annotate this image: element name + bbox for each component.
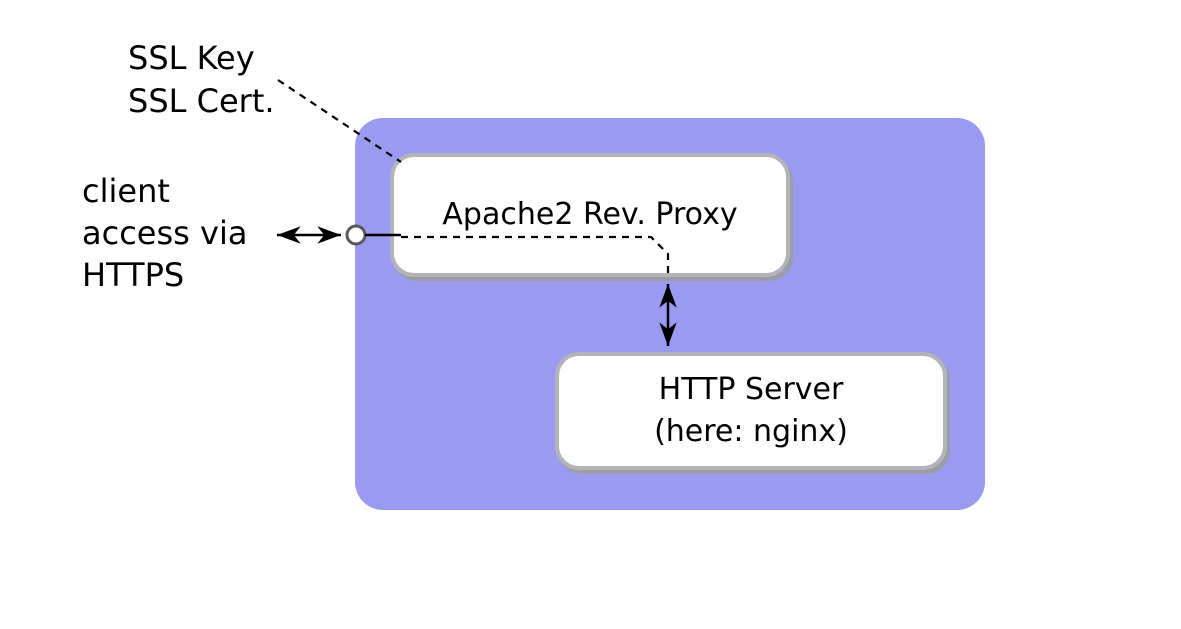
ssl-key-line: SSL Key — [128, 39, 255, 77]
https-line: HTTPS — [82, 256, 185, 294]
client-line: client — [82, 172, 170, 210]
http-server-sublabel: (here: nginx) — [654, 414, 848, 449]
ssl-cert-line: SSL Cert. — [128, 82, 275, 120]
apache-proxy-node: Apache2 Rev. Proxy — [390, 153, 790, 277]
ssl-files-label: SSL Key SSL Cert. — [128, 37, 275, 123]
http-server-node: HTTP Server (here: nginx) — [555, 352, 947, 470]
apache-proxy-label: Apache2 Rev. Proxy — [442, 197, 738, 232]
http-server-label: HTTP Server — [658, 372, 844, 407]
client-access-label: client access via HTTPS — [82, 170, 247, 296]
access-via-line: access via — [82, 214, 248, 252]
